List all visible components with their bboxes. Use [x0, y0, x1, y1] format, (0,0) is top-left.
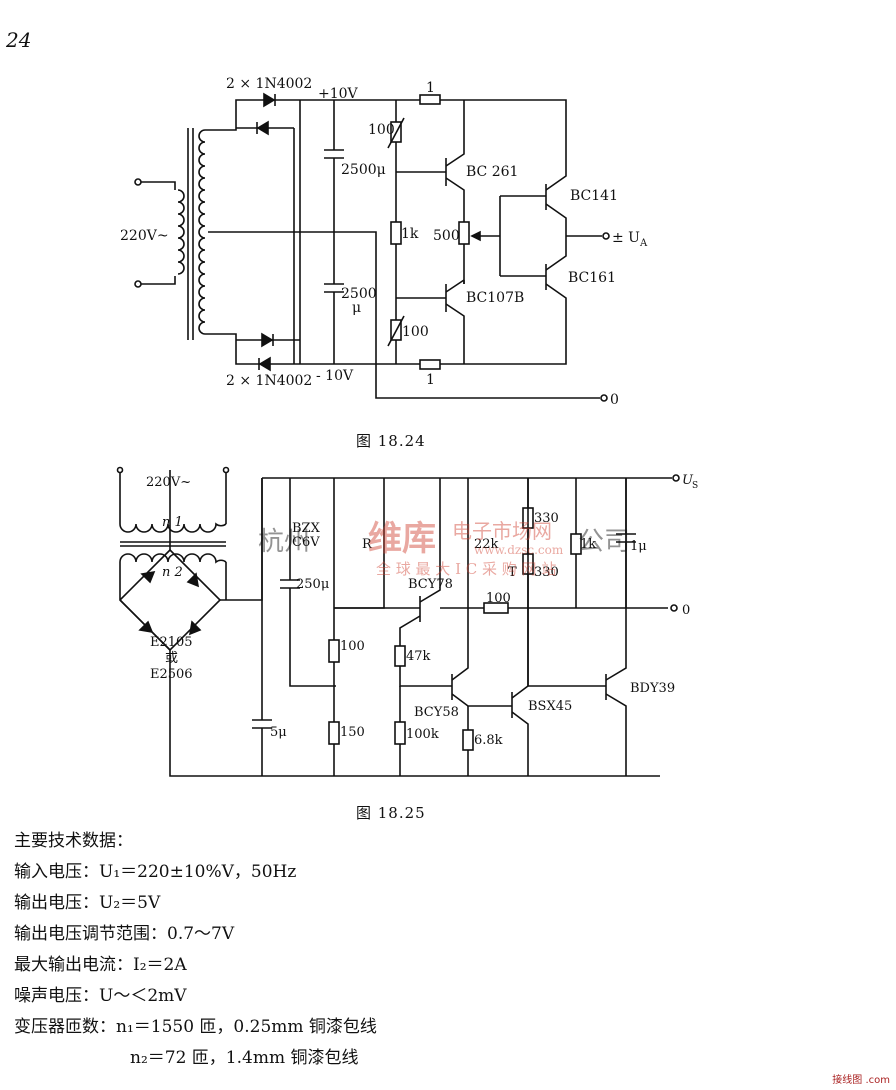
- page-number: 24: [6, 28, 32, 52]
- res-330a-label: 330: [534, 511, 559, 526]
- spec-line-output-voltage: 输出电压：U₂＝5V: [14, 893, 161, 913]
- circuit-figure-18-25: 220V~ n 1 n 2 E2105 或 E2506 BZX C6V R 25…: [116, 466, 698, 777]
- res-100b-label: 100: [486, 591, 511, 606]
- spec-line-input-voltage: 输入电压：U₁＝220±10%V，50Hz: [14, 862, 297, 882]
- output-subscript: A: [639, 238, 648, 249]
- pot-top-label: 100: [368, 122, 395, 138]
- transistor-bcy58-label: BCY58: [414, 705, 459, 720]
- res-100-label: 100: [340, 639, 365, 654]
- rs-label: R: [362, 537, 373, 552]
- transistor-bc107b-label: BC107B: [466, 290, 524, 306]
- cap-top-label: 2500μ: [341, 162, 386, 178]
- spec-line-max-current: 最大输出电流：I₂＝2A: [14, 955, 187, 975]
- res-330b-label: 330: [534, 565, 559, 580]
- figure-caption-18-24: 图 18.24: [356, 432, 426, 450]
- transistor-bc261-label: BC 261: [466, 164, 518, 180]
- circuit-figure-18-24: 2 × 1N4002 2 × 1N4002 +10V - 10V 220V~ 2…: [120, 76, 648, 408]
- res-1k-label-2: 1k: [580, 537, 596, 552]
- cap-1-label: 1μ: [630, 539, 647, 554]
- diode-label-top: 2 × 1N4002: [226, 76, 312, 92]
- output-us-label: U: [682, 473, 694, 488]
- res-47k-label: 47k: [406, 649, 431, 664]
- output-us-subscript: S: [692, 481, 698, 491]
- transistor-bcy78-label: BCY78: [408, 577, 453, 592]
- winding-n2-label: n 2: [162, 565, 183, 580]
- watermark-url: www.dzsc.com: [474, 543, 564, 557]
- mains-label-2: 220V~: [146, 475, 191, 490]
- pot-bottom-label: 100: [402, 324, 429, 340]
- res-top-label: 1: [426, 80, 435, 96]
- res-150-label: 150: [340, 725, 365, 740]
- cap-bottom-label: 2500: [341, 286, 377, 302]
- res-22k-label: 22k: [474, 537, 499, 552]
- output-label: ± U: [612, 230, 640, 246]
- diode-label-bottom: 2 × 1N4002: [226, 373, 312, 389]
- figure-caption-18-25: 图 18.25: [356, 804, 426, 822]
- corner-logo: 接线图 .com: [832, 1075, 890, 1086]
- res-100k-label: 100k: [406, 727, 439, 742]
- zener-label-a: BZX: [292, 521, 321, 536]
- watermark-left: 杭州: [258, 527, 310, 557]
- ground-label: 0: [610, 392, 619, 408]
- t-label: T: [508, 565, 517, 580]
- res-68k-label: 6.8k: [474, 733, 503, 748]
- specs-heading: 主要技术数据：: [14, 831, 133, 851]
- watermark-brand: 维库: [368, 519, 436, 559]
- res-1k-label: 1k: [401, 226, 419, 242]
- minus-rail-label: - 10V: [316, 368, 354, 384]
- spec-line-noise: 噪声电压：U～＜2mV: [14, 986, 187, 1006]
- watermark-top-right: 电子市场网: [452, 519, 552, 543]
- cap-250-label: 250μ: [296, 577, 329, 592]
- mains-label: 220V~: [120, 228, 169, 244]
- plus-rail-label: +10V: [318, 86, 359, 102]
- bridge-label-top: E2105: [150, 635, 193, 650]
- transistor-bsx45-label: BSX45: [528, 699, 572, 714]
- spec-line-turns-n1: 变压器匝数：n₁＝1550 匝，0.25mm 铜漆包线: [14, 1017, 377, 1037]
- ground-label-2: 0: [682, 603, 690, 618]
- zener-label-b: C6V: [292, 535, 320, 550]
- res-bottom-label: 1: [426, 372, 435, 388]
- pot-500-label: 500: [433, 228, 460, 244]
- transistor-bc161-label: BC161: [568, 270, 616, 286]
- specifications: 主要技术数据： 输入电压：U₁＝220±10%V，50Hz 输出电压：U₂＝5V…: [14, 826, 377, 1074]
- spec-line-adjust-range: 输出电压调节范围：0.7～7V: [14, 924, 235, 944]
- cap-5-label: 5μ: [270, 725, 287, 740]
- transistor-bc141-label: BC141: [570, 188, 618, 204]
- winding-n1-label: n 1: [162, 515, 183, 530]
- bridge-label-or: 或: [165, 651, 178, 666]
- watermark-right: 公司: [578, 527, 630, 557]
- watermark: 杭州 维库 电子市场网 www.dzsc.com 全 球 最 大 I C 采 购…: [258, 519, 630, 578]
- watermark-bottom: 全 球 最 大 I C 采 购 网 站: [376, 560, 556, 578]
- spec-line-turns-n2: n₂＝72 匝，1.4mm 铜漆包线: [130, 1048, 359, 1068]
- cap-bottom-unit: μ: [352, 300, 361, 316]
- bridge-label-bottom: E2506: [150, 667, 193, 682]
- transistor-bdy39-label: BDY39: [630, 681, 675, 696]
